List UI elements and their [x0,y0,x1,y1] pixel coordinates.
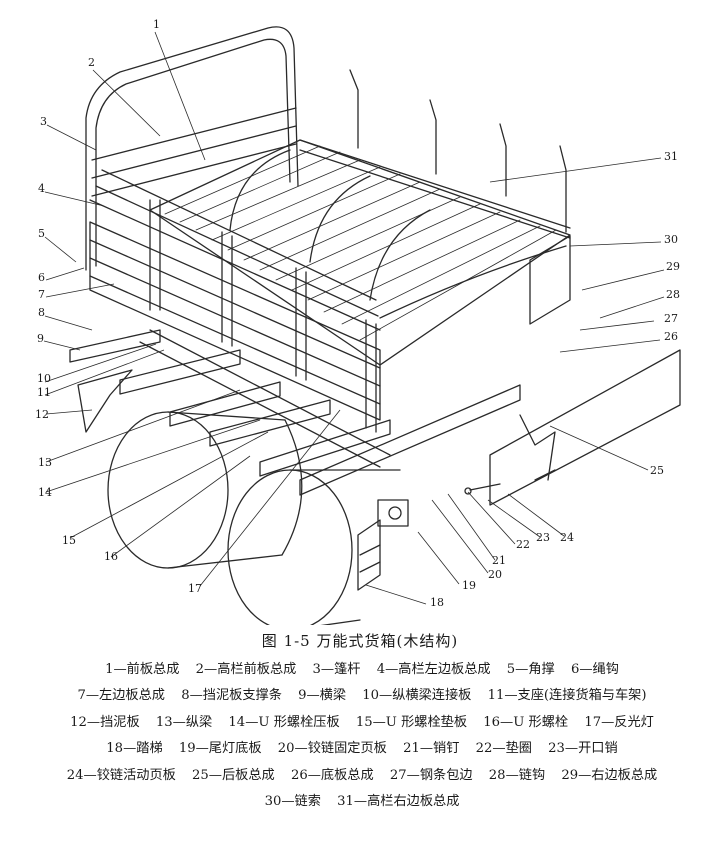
callout-number: 27 [664,312,678,325]
figure-caption: 图 1-5 万能式货箱(木结构) [261,632,459,650]
legend-item: 21—销钉 [403,741,460,757]
legend-item: 6—绳钩 [570,662,619,677]
callout-number: 5 [38,227,45,240]
legend-item: 2—高栏前板总成 [195,662,297,677]
legend-item: 23—开口销 [548,741,618,757]
floor-outline [149,139,571,366]
legend-item: 25—后板总成 [192,767,275,783]
legend-item: 17—反光灯 [584,714,654,730]
left-side-board [89,221,381,421]
legend-item: 30—链索 [264,794,321,810]
front-hoop [85,26,299,271]
legend-item: 13—纵梁 [155,714,213,730]
legend-item: 1—前板总成 [105,662,180,677]
callout-number: 31 [664,150,678,163]
legend-item: 9—横梁 [298,688,347,704]
legend-item: 20—铰链固定页板 [277,741,387,757]
callout-number: 9 [37,332,44,345]
legend-item: 26—底板总成 [290,767,374,783]
legend-item: 18—踏梯 [106,741,163,757]
legend-item: 14—U 形螺栓压板 [228,714,340,730]
callout-number: 24 [560,531,574,544]
callout-number: 16 [104,550,118,563]
legend-item: 12—挡泥板 [70,714,140,730]
callout-number: 15 [62,534,76,547]
legend-item: 31—高栏右边板总成 [337,794,460,810]
callout-number: 26 [664,330,678,343]
callout-number: 29 [666,260,680,273]
callout-number: 18 [430,596,444,609]
callout-number: 30 [664,233,678,246]
legend-item: 15—U 形螺栓垫板 [355,714,468,730]
legend-item: 7—左边板总成 [77,688,165,704]
parts-legend: 1—前板总成 2—高栏前板总成 3—篷杆 4—高栏左边板总成 5—角撑 6—绳钩… [52,657,672,815]
callout-number: 12 [35,408,49,421]
cut-off-text-line [0,834,720,844]
callout-number: 17 [188,582,202,595]
legend-item: 3—篷杆 [312,662,361,677]
callout-number: 22 [516,538,530,551]
mudguard [77,369,133,433]
callout-number: 20 [488,568,502,581]
legend-item: 16—U 形螺栓 [483,714,569,730]
callout-number: 1 [153,18,160,31]
legend-item: 29—右边板总成 [561,767,658,783]
callout-number: 2 [88,56,95,69]
legend-item: 19—尾灯底板 [178,741,262,757]
callout-number: 25 [650,464,664,477]
legend-item: 24—铰链活动页板 [66,767,176,783]
legend-item: 4—高栏左边板总成 [376,662,491,677]
legend-item: 8—挡泥板支撑条 [181,688,282,704]
legend-item: 28—链钩 [488,767,546,783]
callout-number: 4 [38,182,45,195]
cargo-box-drawing: 1234567891011121314151617181920212223242… [35,18,681,625]
legend-item: 10—纵横梁连接板 [362,688,472,704]
right-drum [227,469,353,625]
callout-number: 14 [38,486,52,499]
callout-number: 13 [38,456,52,469]
callout-number: 3 [40,115,47,128]
rear-board [299,384,521,496]
callout-number: 11 [37,386,51,399]
callout-number: 8 [38,306,45,319]
callout-number: 10 [37,372,51,385]
callout-number: 7 [38,288,45,301]
callout-number: 21 [492,554,506,567]
callout-number: 28 [666,288,680,301]
callout-number: 23 [536,531,550,544]
legend-item: 11—支座(连接货箱与车架) [487,688,647,704]
legend-item: 5—角撑 [506,662,555,677]
legend-item: 27—钢条包边 [389,767,473,783]
callout-number: 6 [38,271,45,284]
legend-item: 22—垫圈 [475,741,532,757]
callout-number: 19 [462,579,476,592]
